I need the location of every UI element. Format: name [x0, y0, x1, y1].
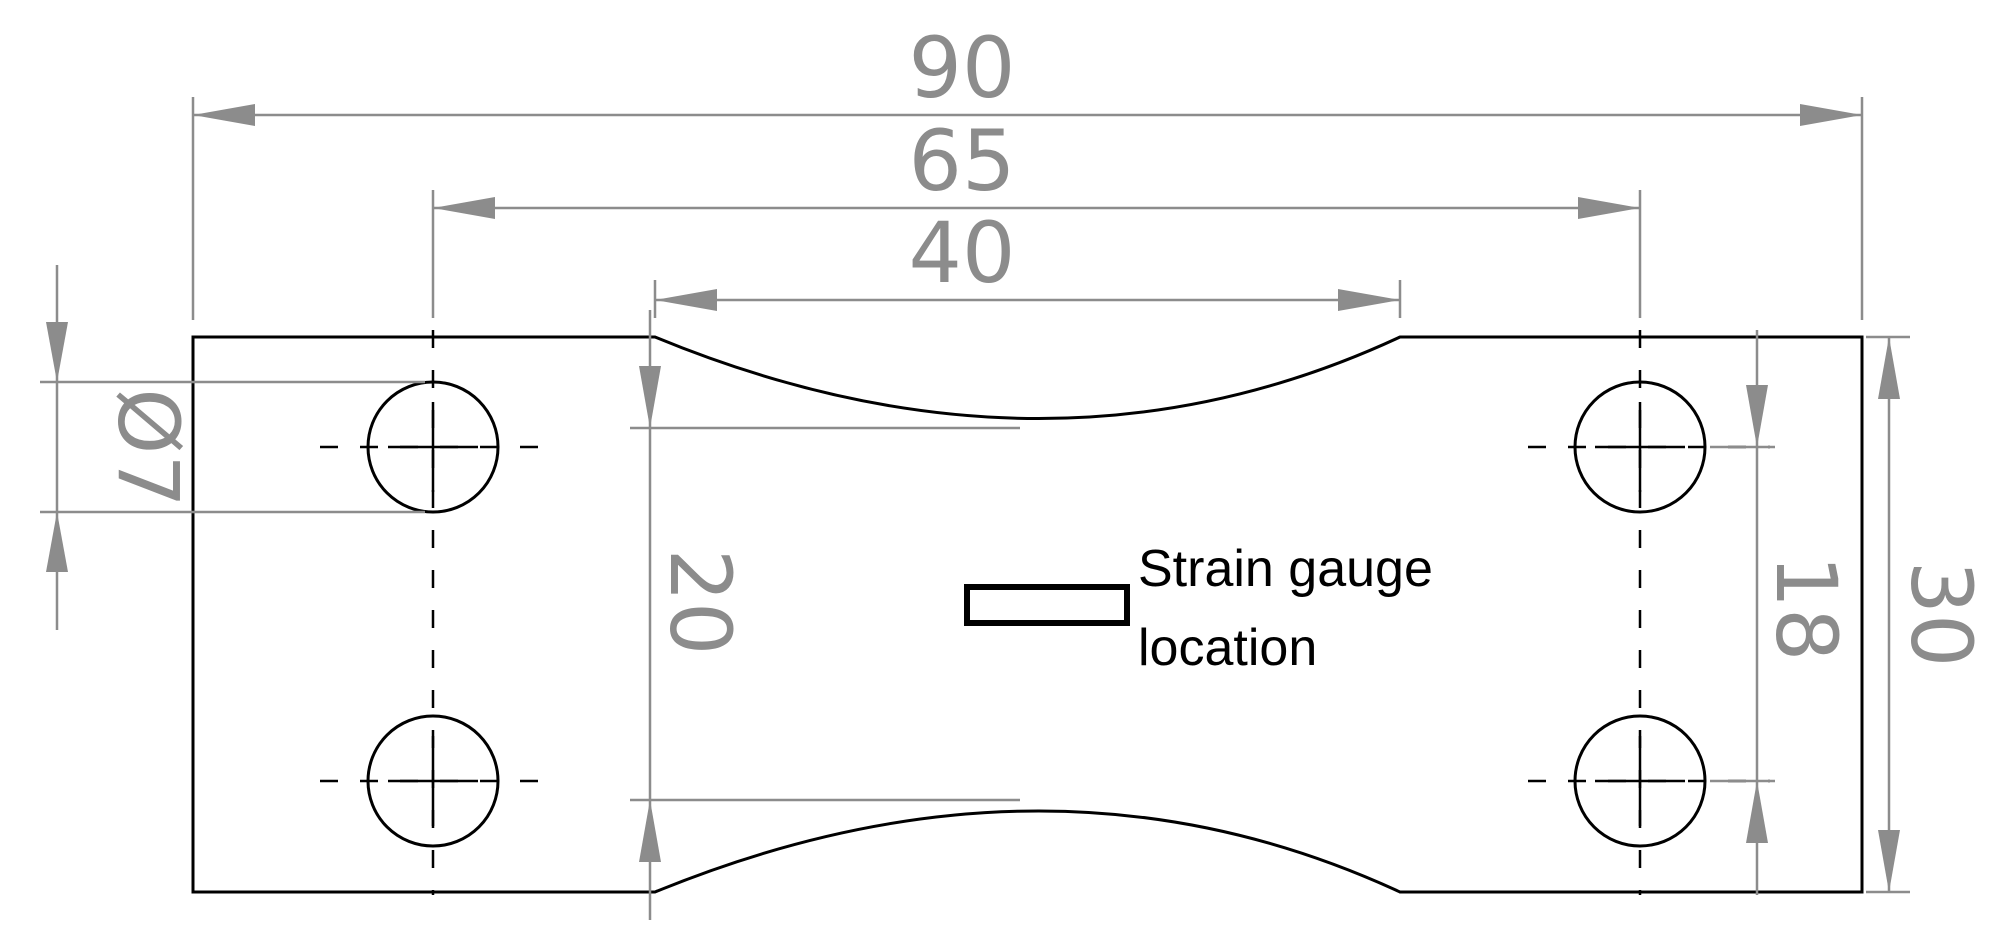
dim-label-diameter: Ø7 — [99, 388, 197, 508]
dim-label-30: 30 — [1892, 561, 1990, 668]
dim-label-90: 90 — [909, 19, 1016, 117]
dimension-overall-length: 90 — [191, 19, 1864, 320]
dimension-neck-width: 20 — [630, 310, 1020, 920]
dim-label-40: 40 — [909, 204, 1016, 302]
specimen-outline — [191, 335, 1864, 894]
dim-label-18: 18 — [1757, 555, 1855, 662]
dimension-hole-diameter: Ø7 — [40, 265, 425, 630]
dim-label-65: 65 — [909, 112, 1016, 210]
strain-gauge-label-line2: location — [1138, 619, 1317, 677]
strain-gauge-label-line1: Strain gauge — [1138, 540, 1433, 598]
dimension-hole-vertical-spacing: 18 — [1710, 330, 1855, 895]
dim-label-20: 20 — [651, 549, 749, 656]
dimension-reduced-section: 40 — [653, 204, 1402, 318]
dimension-overall-width: 30 — [1866, 335, 1990, 894]
strain-gauge — [964, 584, 1130, 626]
dimension-hole-spacing: 65 — [431, 112, 1642, 318]
